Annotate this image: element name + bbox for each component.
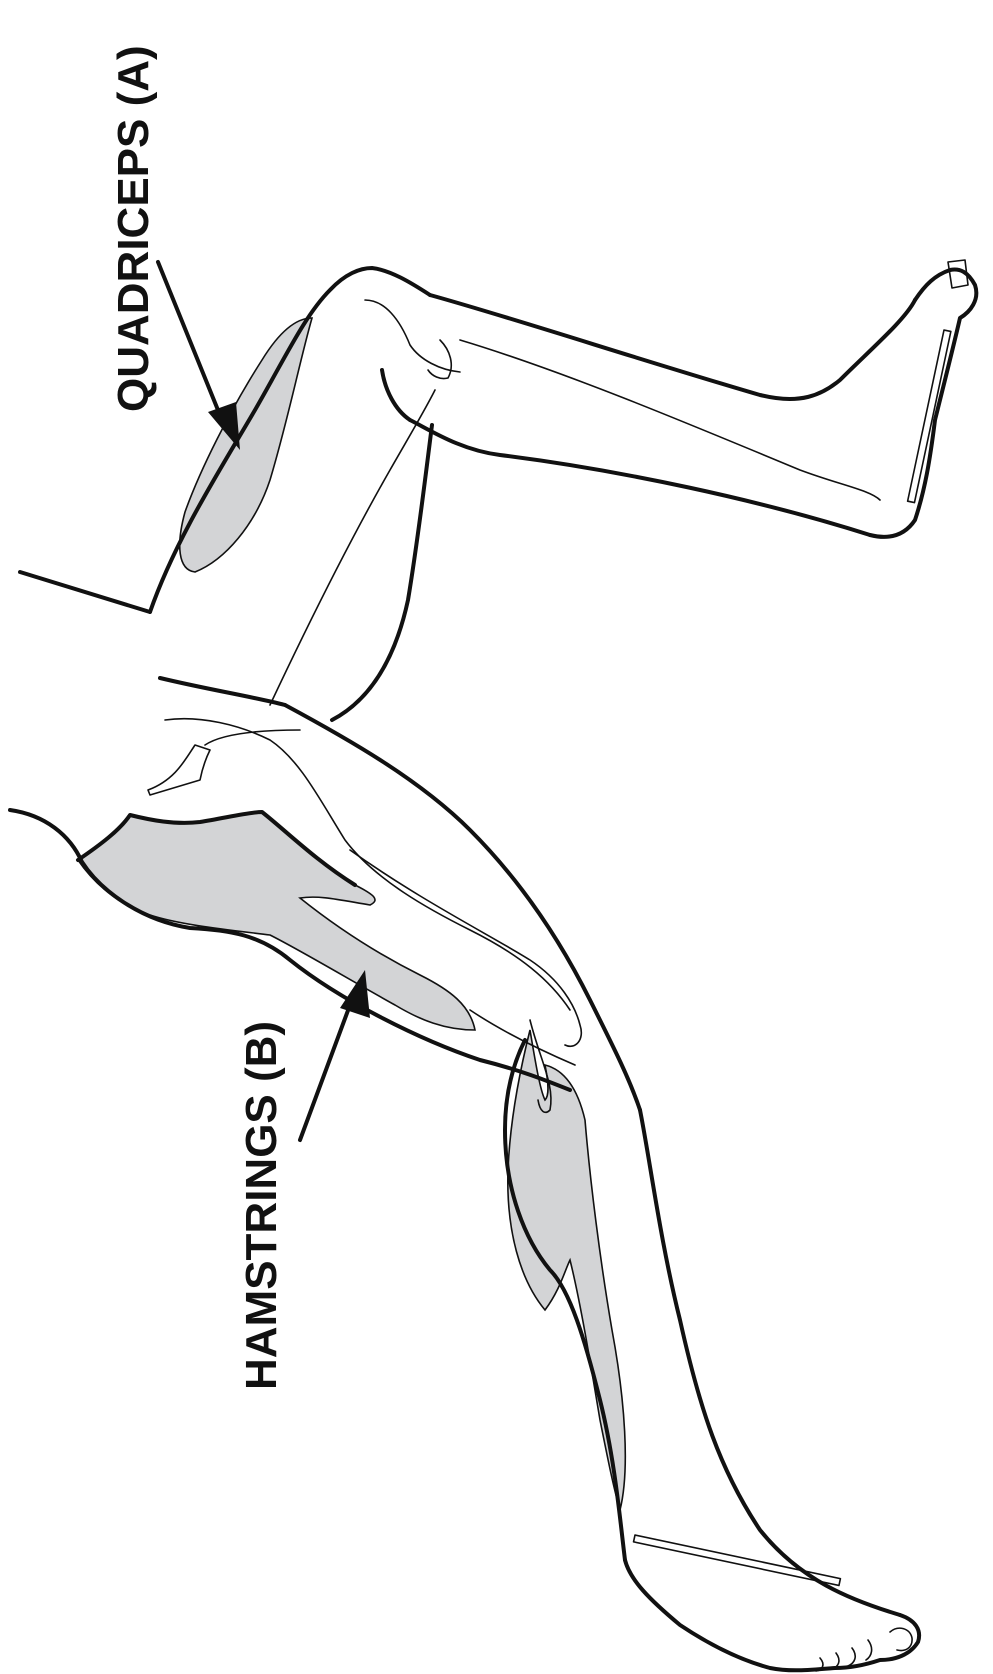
- hamstrings-label: HAMSTRINGS (B): [237, 1021, 286, 1390]
- hip-inner-shape-2: [205, 730, 300, 745]
- seat-line: [20, 572, 150, 612]
- raised-knee-underside: [382, 370, 410, 420]
- lying-fibula-bar: [634, 1535, 841, 1586]
- raised-shin-bottom: [410, 420, 870, 535]
- quadriceps-muscle: [180, 318, 312, 572]
- raised-knee-detail: [428, 340, 451, 379]
- raised-leg: [150, 260, 976, 720]
- raised-thigh-inner-line: [270, 390, 435, 705]
- lying-thigh-front-outline: [285, 705, 640, 1110]
- hamstrings-arrow: [300, 970, 370, 1140]
- lying-knee-line-2: [470, 1010, 575, 1065]
- lying-shin-front-outline: [640, 1110, 900, 1615]
- hip-inner-shape: [148, 745, 210, 795]
- hamstrings-muscle: [78, 812, 475, 1030]
- lying-foot-outline: [625, 1560, 919, 1670]
- quadriceps-arrow: [158, 262, 240, 450]
- raised-shin-top: [430, 295, 915, 399]
- lying-leg: [10, 705, 919, 1671]
- raised-shin-inner-line: [460, 340, 880, 500]
- toe-1: [890, 1628, 912, 1650]
- raised-foot: [870, 270, 976, 537]
- raised-kneecap-line: [365, 300, 460, 372]
- toe-2: [866, 1640, 872, 1660]
- raised-thigh-underside: [332, 425, 432, 720]
- hip-fold-line: [160, 678, 285, 705]
- raised-tibia-bar: [908, 330, 951, 503]
- toe-3: [848, 1648, 855, 1666]
- quadriceps-arrow-shaft: [158, 262, 222, 420]
- hamstrings-arrow-shaft: [300, 1005, 350, 1140]
- quadriceps-label: QUADRICEPS (A): [109, 45, 158, 412]
